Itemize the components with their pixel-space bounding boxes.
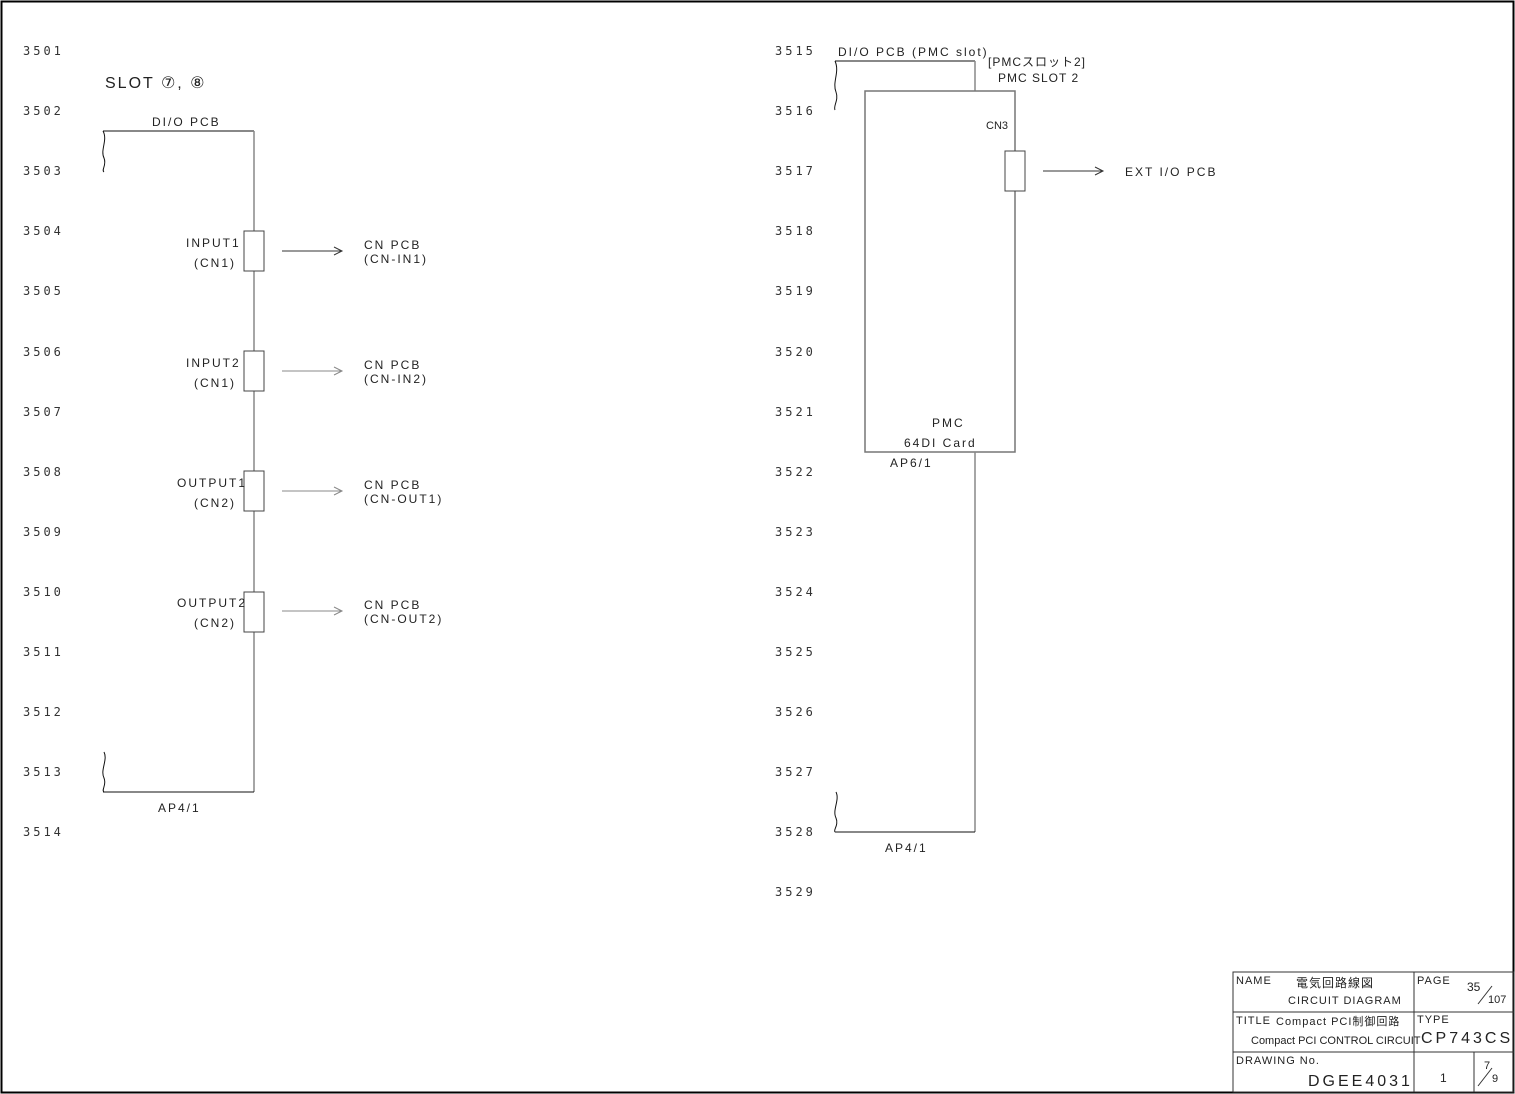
line-number: 3528 (775, 825, 816, 840)
pmc-card-label-line2: 64DI Card (904, 436, 977, 450)
arrow-head-input1 (334, 247, 342, 255)
arrow-head-output1 (334, 487, 342, 495)
connector-cn3 (1005, 151, 1025, 191)
name-en: CIRCUIT DIAGRAM (1288, 995, 1402, 1007)
sheet-number: 7 (1484, 1060, 1491, 1072)
slot-title: SLOT ⑦, ⑧ (105, 75, 207, 92)
line-number: 3524 (775, 584, 816, 599)
pmc-card-label-line1: PMC (932, 416, 965, 430)
page-number: 35 (1467, 980, 1481, 994)
connector-name: OUTPUT1 (177, 476, 248, 490)
connector-cn: (CN1) (194, 376, 236, 390)
left-board-label: DI/O PCB (152, 115, 221, 129)
drawing-number-label: DRAWING No. (1236, 1055, 1320, 1067)
line-number: 3511 (23, 645, 64, 659)
line-number: 3503 (23, 164, 64, 179)
line-number: 3513 (23, 765, 64, 780)
connector-dest: CN PCB (364, 238, 422, 252)
line-number: 3516 (775, 104, 816, 119)
line-number: 3506 (23, 344, 64, 359)
line-number: 3525 (775, 645, 816, 659)
line-number: 3526 (775, 705, 816, 720)
connector-dest-cn: (CN-IN1) (364, 252, 428, 266)
title-block-frame (1233, 972, 1514, 1092)
line-number: 3515 (775, 44, 816, 58)
connector-name: INPUT1 (186, 236, 241, 250)
line-number: 3523 (775, 524, 816, 539)
right-board-label: DI/O PCB (PMC slot) (838, 45, 989, 59)
connector-dest: CN PCB (364, 358, 422, 372)
right-break-mark-top (835, 61, 837, 110)
connector-cn: (CN1) (194, 256, 236, 270)
arrow-head-input2 (334, 367, 342, 375)
line-number: 3505 (23, 284, 64, 299)
pmc-card-outline (865, 91, 1015, 452)
connector-output1 (244, 471, 264, 511)
sheet-fraction-slash (1478, 1068, 1492, 1086)
connector-dest: CN PCB (364, 598, 422, 612)
connector-input1 (244, 231, 264, 271)
title-block-outline (1233, 972, 1514, 1092)
left-bottom-ref: AP4/1 (158, 801, 201, 815)
connector-dest-cn: (CN-IN2) (364, 372, 428, 386)
page-label: PAGE (1417, 975, 1451, 987)
line-number: 3514 (23, 825, 64, 840)
line-number: 3529 (775, 885, 816, 900)
connector-name: OUTPUT2 (177, 596, 248, 610)
page-total: 107 (1488, 994, 1507, 1006)
line-number: 3510 (23, 584, 64, 599)
line-number: 3520 (775, 344, 816, 359)
drawing-number: DGEE4031 (1308, 1073, 1413, 1090)
line-number: 3507 (23, 404, 64, 419)
pmc-slot-label-jp: [PMCスロット2] (988, 55, 1087, 69)
connector-cn: (CN2) (194, 496, 236, 510)
left-connectors (244, 231, 264, 632)
pmc-slot-label-en: PMC SLOT 2 (998, 71, 1080, 85)
line-number: 3509 (23, 524, 64, 539)
line-number: 3501 (23, 44, 64, 58)
name-label: NAME (1236, 975, 1272, 987)
connector-name: INPUT2 (186, 356, 241, 370)
connector-input2 (244, 351, 264, 391)
left-break-mark-bottom (103, 752, 105, 792)
line-number: 3504 (23, 224, 64, 239)
page-fraction-slash (1478, 986, 1492, 1004)
pmc-card-ref: AP6/1 (890, 456, 933, 470)
title-label: TITLE (1236, 1015, 1271, 1027)
revision: 1 (1440, 1071, 1448, 1085)
ext-io-dest-label: EXT I/O PCB (1125, 165, 1218, 179)
connector-dest-cn: (CN-OUT2) (364, 612, 444, 626)
type-value: CP743CS (1421, 1030, 1514, 1047)
line-number: 3527 (775, 765, 816, 780)
sheet-total: 9 (1492, 1073, 1499, 1085)
connector-cn: (CN2) (194, 616, 236, 630)
type-label: TYPE (1417, 1014, 1450, 1026)
line-number: 3522 (775, 464, 816, 479)
connector-dest: CN PCB (364, 478, 422, 492)
title-jp: Compact PCI制御回路 (1276, 1016, 1401, 1028)
right-bottom-ref: AP4/1 (885, 841, 928, 855)
line-number: 3517 (775, 164, 816, 179)
title-en: Compact PCI CONTROL CIRCUIT (1251, 1035, 1421, 1047)
name-jp: 電気回路線図 (1296, 976, 1375, 990)
line-number: 3502 (23, 104, 64, 119)
line-number: 3519 (775, 284, 816, 299)
line-number: 3508 (23, 464, 64, 479)
cn3-label: CN3 (986, 120, 1009, 132)
left-arrows (282, 247, 342, 615)
right-break-mark-bottom (835, 792, 838, 832)
arrow-head-output2 (334, 607, 342, 615)
connector-output2 (244, 592, 264, 632)
line-number: 3521 (775, 404, 816, 419)
line-number: 3512 (23, 705, 64, 720)
left-break-mark-top (103, 131, 105, 172)
connector-dest-cn: (CN-OUT1) (364, 492, 444, 506)
line-number: 3518 (775, 224, 816, 239)
arrow-head-ext-io (1095, 167, 1103, 175)
